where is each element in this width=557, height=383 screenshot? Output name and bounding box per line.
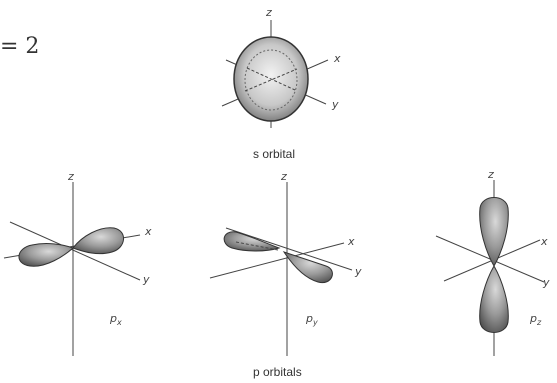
s-orbital [221, 20, 329, 128]
pz-label: pz [529, 312, 542, 327]
pz-axis-z-label: z [487, 168, 494, 181]
py-lobe-front [282, 251, 333, 284]
py-x-axis [209, 242, 345, 279]
py-axis-z-label: z [280, 170, 287, 183]
s-hidden-y [246, 67, 296, 91]
py-lobe-back [223, 231, 281, 252]
pz-lobe-upper [479, 197, 509, 268]
pz-orbital [435, 180, 545, 356]
px-axis-x-label: x [144, 225, 152, 238]
pz-axis-x-label: x [540, 235, 548, 248]
pz-axis-y-label: y [542, 276, 550, 289]
px-axis-z-label: z [67, 170, 74, 183]
py-y-axis [225, 227, 353, 271]
px-orbital [3, 182, 141, 356]
p-orbitals-caption: p orbitals [253, 365, 302, 379]
py-hidden-axis [235, 241, 279, 251]
s-axis-x-label: x [333, 52, 341, 65]
s-inner-shell [244, 49, 298, 111]
py-axis-x-label: x [347, 235, 355, 248]
py-orbital [209, 182, 353, 356]
px-axis-y-label: y [142, 273, 150, 286]
s-hidden-x [244, 68, 298, 92]
py-axis-y-label: y [354, 265, 362, 278]
s-orbital-caption: s orbital [253, 147, 295, 161]
pz-lobe-lower [479, 264, 509, 333]
px-lobe-positive [72, 227, 124, 255]
s-axis-z-label: z [265, 6, 272, 19]
px-lobe-negative [18, 243, 74, 267]
s-axis-y-label: y [331, 98, 339, 111]
equation-fragment: = 2 [0, 34, 40, 59]
px-label: px [109, 312, 122, 327]
py-label: py [305, 312, 318, 327]
px-y-axis [9, 221, 141, 281]
